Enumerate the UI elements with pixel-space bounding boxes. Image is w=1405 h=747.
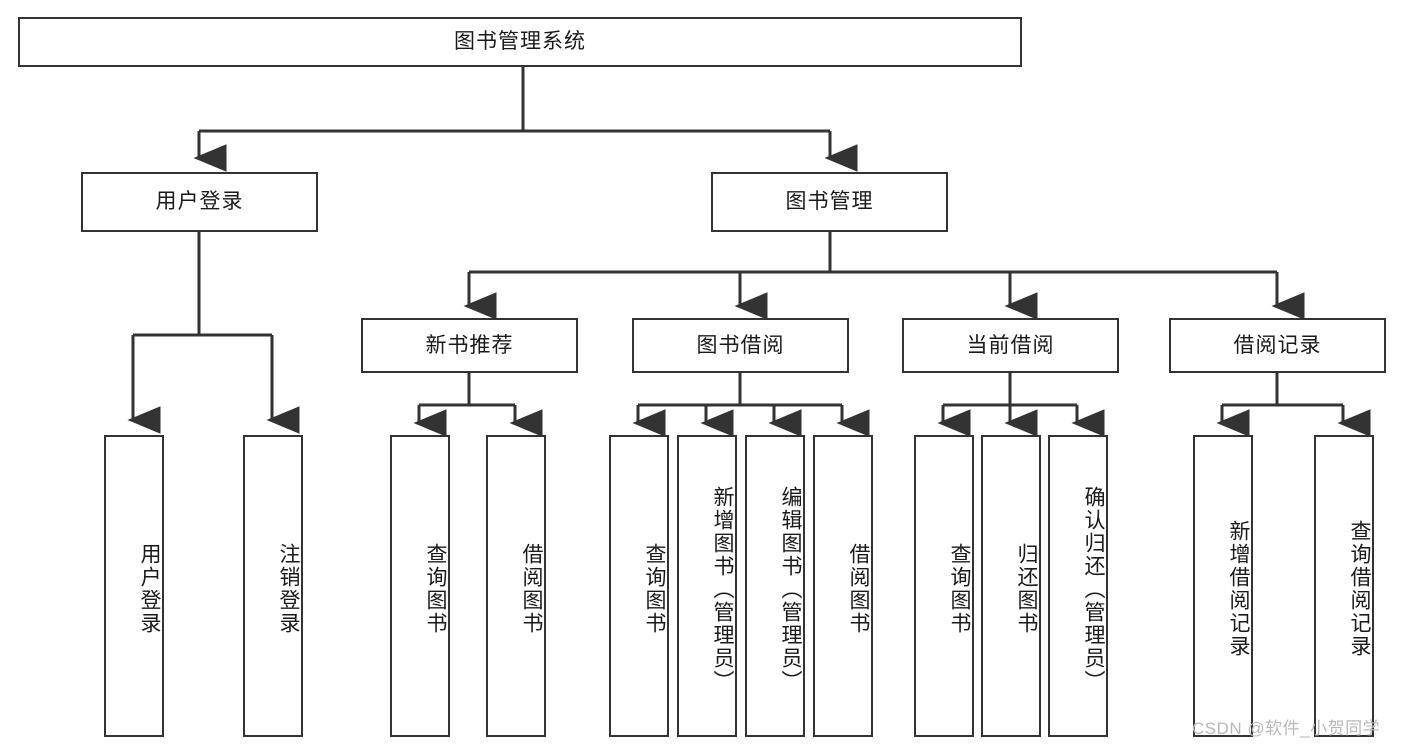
leaf-book-borrow-query-book[interactable]: 查询图书 bbox=[609, 435, 669, 737]
node-new-book-recommend[interactable]: 新书推荐 bbox=[361, 318, 578, 373]
leaf-current-borrow-query-book[interactable]: 查询图书 bbox=[914, 435, 974, 737]
leaf-new-book-query-book[interactable]: 查询图书 bbox=[390, 435, 450, 737]
node-root-book-management-system[interactable]: 图书管理系统 bbox=[18, 17, 1022, 67]
leaf-book-borrow-borrow-book[interactable]: 借阅图书 bbox=[813, 435, 873, 737]
node-book-management[interactable]: 图书管理 bbox=[711, 172, 948, 232]
node-user-login[interactable]: 用户登录 bbox=[81, 172, 318, 232]
leaf-borrow-record-query-record[interactable]: 查询借阅记录 bbox=[1314, 435, 1374, 737]
csdn-watermark: CSDN @软件_小贺同学 bbox=[1192, 719, 1381, 738]
leaf-user-login-logout[interactable]: 注销登录 bbox=[243, 435, 303, 737]
leaf-current-borrow-confirm-return-admin[interactable]: 确认归还（管理员） bbox=[1048, 435, 1108, 737]
leaf-new-book-borrow-book[interactable]: 借阅图书 bbox=[486, 435, 546, 737]
leaf-borrow-record-add-record[interactable]: 新增借阅记录 bbox=[1193, 435, 1253, 737]
node-book-borrow[interactable]: 图书借阅 bbox=[632, 318, 849, 373]
leaf-current-borrow-return-book[interactable]: 归还图书 bbox=[981, 435, 1041, 737]
node-current-borrow[interactable]: 当前借阅 bbox=[902, 318, 1119, 373]
leaf-user-login-login[interactable]: 用户登录 bbox=[104, 435, 164, 737]
node-borrow-record[interactable]: 借阅记录 bbox=[1169, 318, 1386, 373]
leaf-book-borrow-edit-book-admin[interactable]: 编辑图书（管理员） bbox=[745, 435, 805, 737]
leaf-book-borrow-add-book-admin[interactable]: 新增图书（管理员） bbox=[677, 435, 737, 737]
